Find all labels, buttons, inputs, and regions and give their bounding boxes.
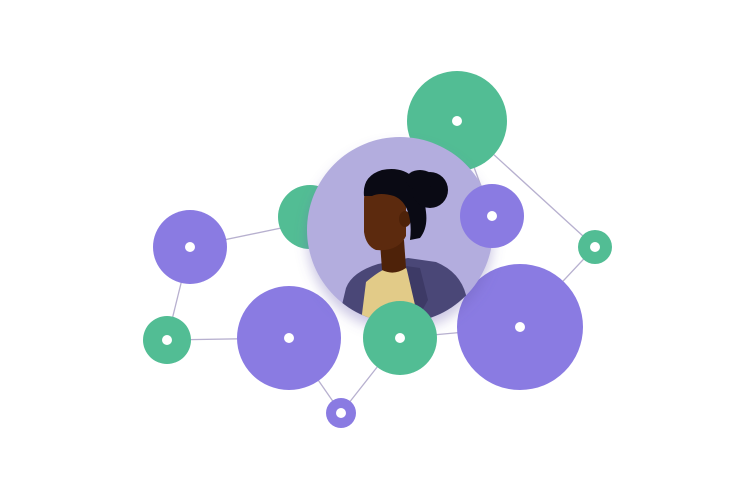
node-dots bbox=[162, 116, 600, 418]
node-dot bbox=[487, 211, 497, 221]
node-dot bbox=[515, 322, 525, 332]
node-dot bbox=[336, 408, 346, 418]
node-dot bbox=[284, 333, 294, 343]
node-dot bbox=[452, 116, 462, 126]
node-dot bbox=[185, 242, 195, 252]
node-dot bbox=[590, 242, 600, 252]
person-avatar-icon bbox=[307, 137, 493, 323]
node-dot bbox=[162, 335, 172, 345]
node-dot bbox=[395, 333, 405, 343]
